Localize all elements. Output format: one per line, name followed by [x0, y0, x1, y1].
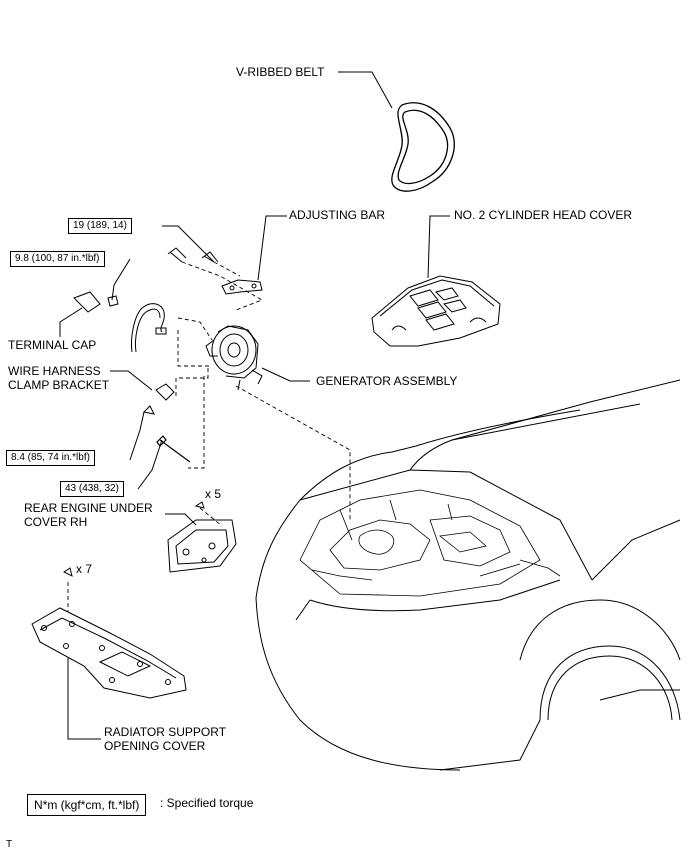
- generator-assembly-label: GENERATOR ASSEMBLY: [316, 374, 458, 388]
- v-ribbed-belt-drawing: [391, 102, 455, 192]
- radiator-label-line1: RADIATOR SUPPORT: [104, 725, 227, 739]
- legend-torque-text: : Specified torque: [160, 796, 254, 810]
- wire-harness-label-line2: CLAMP BRACKET: [8, 378, 110, 392]
- generator-bolts: [156, 435, 191, 463]
- cylinder-head-cover-drawing: [371, 275, 501, 347]
- terminal-cap-drawing: [73, 291, 119, 313]
- terminal-cap-label: TERMINAL CAP: [8, 338, 97, 352]
- quantity-x7: x 7: [76, 562, 93, 576]
- v-ribbed-belt-label: V-RIBBED BELT: [236, 65, 325, 79]
- torque-box-43: 43 (438, 32): [60, 481, 124, 497]
- legend-torque-box: N*m (kgf*cm, ft.*lbf): [27, 794, 147, 816]
- engine-bay-drawing: [299, 489, 561, 597]
- vehicle-front-drawing: [255, 379, 681, 771]
- wire-harness-label-line1: WIRE HARNESS: [8, 364, 101, 378]
- rear-engine-label-line2: COVER RH: [24, 515, 88, 529]
- torque-box-9-8: 9.8 (100, 87 in.*lbf): [10, 251, 105, 267]
- torque-box-19: 19 (189, 14): [68, 218, 132, 234]
- rear-engine-under-cover-drawing: [167, 501, 237, 573]
- radiator-cover-drawing: [31, 567, 187, 699]
- adjusting-bar-drawing: [167, 247, 263, 295]
- footer-mark: T: [6, 839, 13, 850]
- leader-lines: [59, 71, 450, 740]
- quantity-x5: x 5: [205, 487, 222, 501]
- adjusting-bar-label: ADJUSTING BAR: [289, 208, 386, 222]
- cylinder-head-cover-label: NO. 2 CYLINDER HEAD COVER: [454, 208, 633, 222]
- radiator-label-line2: OPENING COVER: [104, 739, 206, 753]
- rear-engine-label-line1: REAR ENGINE UNDER: [24, 501, 153, 515]
- wire-harness-drawing: [131, 303, 175, 415]
- torque-box-8-4: 8.4 (85, 74 in.*lbf): [6, 450, 95, 466]
- alignment-dashes: [67, 261, 351, 612]
- generator-drawing: [205, 325, 263, 391]
